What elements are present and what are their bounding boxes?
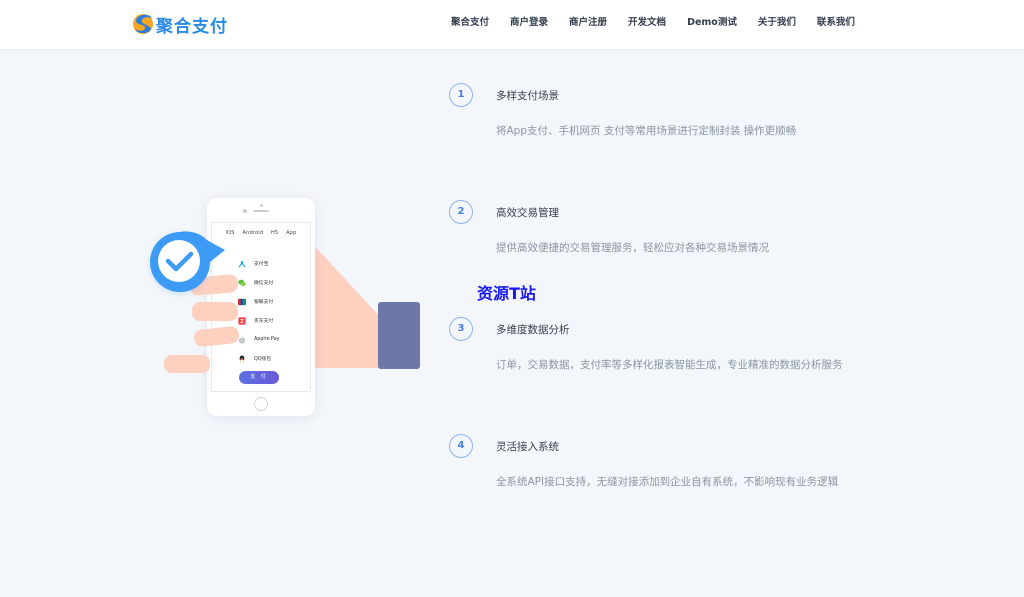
nav-demo[interactable]: Demo测试 xyxy=(687,17,737,28)
feature-desc: 订单，交易数据，支付率等多样化报表智能生成，专业精准的数据分析服务 xyxy=(496,359,843,371)
logo[interactable]: 聚合支付 xyxy=(132,11,228,37)
platform-h5: H5 xyxy=(271,230,279,236)
sleeve-cuff xyxy=(378,302,420,369)
phone-sensor xyxy=(260,204,263,207)
pay-method-alipay: 支付宝 xyxy=(238,254,280,273)
nav-merchant-login[interactable]: 商户登录 xyxy=(510,17,549,28)
logo-text: 聚合支付 xyxy=(156,16,228,37)
feature-number: 2 xyxy=(449,200,473,224)
feature-title: 灵活接入系统 xyxy=(496,441,559,453)
nav-home[interactable]: 聚合支付 xyxy=(451,17,490,28)
feature-title: 高效交易管理 xyxy=(496,207,559,219)
pay-method-jdpay: 京东支付 xyxy=(238,311,280,330)
nav-contact[interactable]: 联系我们 xyxy=(816,17,855,28)
check-badge xyxy=(145,228,225,298)
unionpay-icon xyxy=(238,298,246,305)
pay-method-list: 支付宝 微信支付 银联支付 京东支付 Applre Pay xyxy=(238,254,280,368)
platform-android: Android xyxy=(242,230,264,236)
watermark: 资源T站 xyxy=(477,284,536,303)
feature-number: 3 xyxy=(449,317,473,341)
phone-speaker xyxy=(253,210,269,212)
feature-title: 多维度数据分析 xyxy=(496,324,570,336)
nav-about[interactable]: 关于我们 xyxy=(757,17,796,28)
pay-method-qqwallet: QQ钱包 xyxy=(238,349,280,368)
apple-icon xyxy=(238,335,246,343)
home-button xyxy=(254,397,268,411)
jdpay-icon xyxy=(238,316,246,325)
feature-title: 多样支付场景 xyxy=(496,90,559,102)
wechat-icon xyxy=(238,279,246,286)
pay-method-unionpay: 银联支付 xyxy=(238,292,280,311)
pay-button: 支 付 xyxy=(239,371,279,384)
qq-icon xyxy=(239,354,245,363)
feature-desc: 将App支付、手机网页 支付等常用场景进行定制封装 操作更顺畅 xyxy=(496,125,797,137)
pay-method-wechat: 微信支付 xyxy=(238,273,280,292)
feature-number: 4 xyxy=(449,434,473,458)
check-badge-icon xyxy=(150,231,225,292)
main-nav: 聚合支付 商户登录 商户注册 开发文档 Demo测试 关于我们 联系我们 xyxy=(451,16,876,30)
phone-illustration: IOS Android H5 App 支付宝 微信支付 银联支付 xyxy=(140,190,430,425)
alipay-icon xyxy=(238,260,246,268)
pay-method-applepay: Applre Pay xyxy=(238,330,280,349)
logo-icon xyxy=(133,14,153,34)
phone-camera xyxy=(243,209,247,213)
finger xyxy=(192,302,238,321)
platform-app: App xyxy=(286,230,297,236)
feature-desc: 全系统API接口支持，无缝对接添加到企业自有系统，不影响现有业务逻辑 xyxy=(496,476,839,488)
feature-desc: 提供高效便捷的交易管理服务，轻松应对各种交易场景情况 xyxy=(496,242,769,254)
nav-docs[interactable]: 开发文档 xyxy=(628,17,667,28)
platform-list: IOS Android H5 App xyxy=(212,230,310,236)
platform-ios: IOS xyxy=(225,230,235,236)
finger xyxy=(164,355,210,373)
header: 聚合支付 聚合支付 商户登录 商户注册 开发文档 Demo测试 关于我们 联系我… xyxy=(0,0,1024,49)
nav-merchant-register[interactable]: 商户注册 xyxy=(569,17,608,28)
feature-number: 1 xyxy=(449,83,473,107)
